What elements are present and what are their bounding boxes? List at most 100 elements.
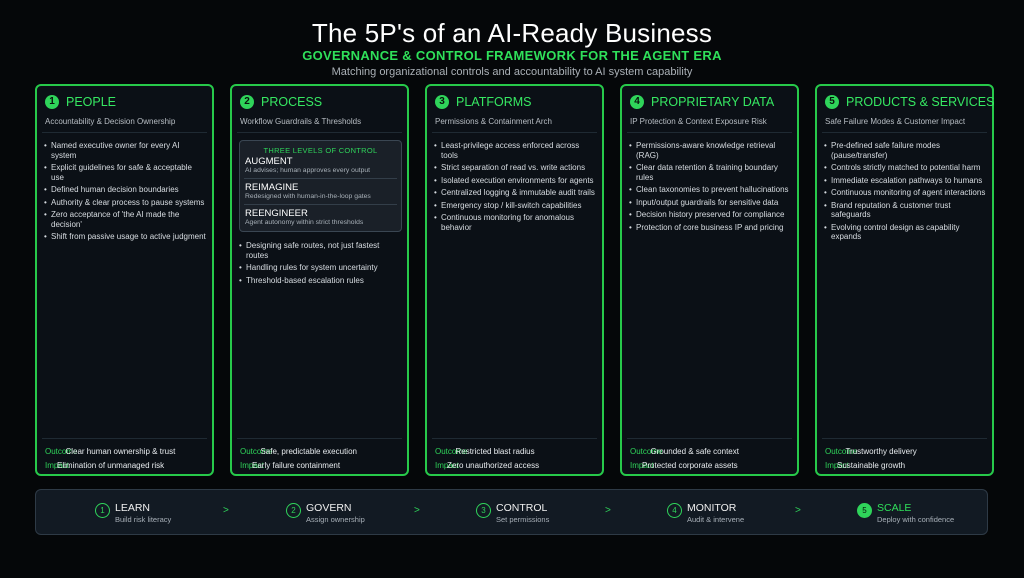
list-item: Emergency stop / kill-switch capabilitie… <box>434 201 596 211</box>
outcome-label: Outcome <box>45 447 78 456</box>
card-header: 5 PRODUCTS & SERVICES <box>825 95 994 111</box>
step-number: 4 <box>667 503 682 518</box>
list-item: Brand reputation & customer trust safegu… <box>824 201 986 220</box>
divider <box>822 438 987 439</box>
outcome-value: Restricted blast radius <box>455 447 535 456</box>
list-item: Explicit guidelines for safe & acceptabl… <box>44 163 206 182</box>
control-level-reengineer: REENGINEER Agent autonomy within strict … <box>245 208 397 227</box>
pillar-item-list: Designing safe routes, not just fastest … <box>239 241 401 288</box>
page-title: The 5P's of an AI-Ready Business <box>311 18 713 48</box>
list-item: Named executive owner for every AI syste… <box>44 141 206 160</box>
list-item: Shift from passive usage to active judgm… <box>44 232 206 242</box>
list-item: Continuous monitoring of agent interacti… <box>824 188 986 198</box>
impact-label: Impact <box>825 461 850 470</box>
pillar-outcome: OutcomeRestricted blast radius <box>435 447 598 456</box>
pillar-subtitle: Safe Failure Modes & Customer Impact <box>825 117 966 126</box>
divider <box>432 132 597 133</box>
step-name: GOVERN <box>306 502 352 514</box>
divider <box>244 178 397 179</box>
list-item: Zero acceptance of 'the AI made the deci… <box>44 210 206 229</box>
pillar-title: PROCESS <box>261 95 323 109</box>
step-name: SCALE <box>877 502 912 514</box>
list-item: Immediate escalation pathways to humans <box>824 176 986 186</box>
impact-value: Protected corporate assets <box>642 461 738 470</box>
card-header: 4 PROPRIETARY DATA <box>630 95 791 111</box>
pillar-title: PROPRIETARY DATA <box>651 95 775 109</box>
pillar-card-platforms: 3 PLATFORMS Permissions & Containment Ar… <box>425 84 604 476</box>
divider <box>432 438 597 439</box>
pillar-impact: ImpactElimination of unmanaged risk <box>45 461 208 470</box>
pillar-card-process: 2 PROCESS Workflow Guardrails & Threshol… <box>230 84 409 476</box>
list-item: Permissions-aware knowledge retrieval (R… <box>629 141 791 160</box>
pillar-impact: ImpactEarly failure containment <box>240 461 403 470</box>
pillar-item-list: Named executive owner for every AI syste… <box>44 141 206 245</box>
outcome-label: Outcome <box>630 447 663 456</box>
list-item: Controls strictly matched to potential h… <box>824 163 986 173</box>
list-item: Authority & clear process to pause syste… <box>44 198 206 208</box>
impact-value: Elimination of unmanaged risk <box>57 461 165 470</box>
list-item: Strict separation of read vs. write acti… <box>434 163 596 173</box>
chevron-right-icon: > <box>795 505 801 516</box>
step-number: 2 <box>286 503 301 518</box>
outcome-value: Clear human ownership & trust <box>65 447 176 456</box>
control-level-name: REENGINEER <box>245 208 308 219</box>
step-name: MONITOR <box>687 502 737 514</box>
step-name: CONTROL <box>496 502 548 514</box>
control-level-augment: AUGMENT AI advises; human approves every… <box>245 156 397 175</box>
card-header: 2 PROCESS <box>240 95 401 111</box>
control-level-name: AUGMENT <box>245 156 293 167</box>
pillar-card-people: 1 PEOPLE Accountability & Decision Owner… <box>35 84 214 476</box>
impact-label: Impact <box>45 461 70 470</box>
list-item: Designing safe routes, not just fastest … <box>239 241 401 260</box>
pillar-impact: ImpactSustainable growth <box>825 461 988 470</box>
pillar-title: PRODUCTS & SERVICES <box>846 95 995 109</box>
pillar-impact: ImpactZero unauthorized access <box>435 461 598 470</box>
outcome-value: Safe, predictable execution <box>260 447 357 456</box>
control-level-desc: AI advises; human approves every output <box>245 167 371 174</box>
impact-value: Zero unauthorized access <box>447 461 540 470</box>
pillar-number-badge: 5 <box>825 95 839 109</box>
list-item: Continuous monitoring for anomalous beha… <box>434 213 596 232</box>
divider <box>627 132 792 133</box>
pillar-subtitle: IP Protection & Context Exposure Risk <box>630 117 767 126</box>
step-desc: Build risk literacy <box>115 515 172 524</box>
list-item: Evolving control design as capability ex… <box>824 223 986 242</box>
impact-value: Early failure containment <box>252 461 341 470</box>
list-item: Protection of core business IP and prici… <box>629 223 791 233</box>
pillar-subtitle: Accountability & Decision Ownership <box>45 117 176 126</box>
pillar-outcome: OutcomeGrounded & safe context <box>630 447 793 456</box>
pillar-item-list: Pre-defined safe failure modes (pause/tr… <box>824 141 986 245</box>
impact-label: Impact <box>630 461 655 470</box>
pillar-number-badge: 2 <box>240 95 254 109</box>
list-item: Handling rules for system uncertainty <box>239 263 401 273</box>
pillar-number-badge: 3 <box>435 95 449 109</box>
pillar-outcome: OutcomeClear human ownership & trust <box>45 447 208 456</box>
outcome-label: Outcome <box>240 447 273 456</box>
divider <box>237 438 402 439</box>
impact-label: Impact <box>435 461 460 470</box>
list-item: Threshold-based escalation rules <box>239 276 401 286</box>
divider <box>237 132 402 133</box>
divider <box>244 204 397 205</box>
pillar-card-products-services: 5 PRODUCTS & SERVICES Safe Failure Modes… <box>815 84 994 476</box>
card-header: 3 PLATFORMS <box>435 95 596 111</box>
control-levels-title: THREE LEVELS OF CONTROL <box>263 146 378 155</box>
process-steps-bar: 1 LEARN Build risk literacy > 2 GOVERN A… <box>35 489 988 535</box>
outcome-value: Trustworthy delivery <box>845 447 917 456</box>
control-level-name: REIMAGINE <box>245 182 299 193</box>
list-item: Clean taxonomies to prevent hallucinatio… <box>629 185 791 195</box>
divider <box>627 438 792 439</box>
pillar-outcome: OutcomeSafe, predictable execution <box>240 447 403 456</box>
impact-value: Sustainable growth <box>837 461 906 470</box>
outcome-label: Outcome <box>825 447 858 456</box>
pillar-subtitle: Workflow Guardrails & Thresholds <box>240 117 362 126</box>
pillar-impact: ImpactProtected corporate assets <box>630 461 793 470</box>
list-item: Centralized logging & immutable audit tr… <box>434 188 596 198</box>
step-desc: Deploy with confidence <box>877 515 955 524</box>
chevron-right-icon: > <box>605 505 611 516</box>
pillar-number-badge: 1 <box>45 95 59 109</box>
control-level-desc: Redesigned with human-in-the-loop gates <box>245 193 371 200</box>
pillar-item-list: Permissions-aware knowledge retrieval (R… <box>629 141 791 235</box>
outcome-label: Outcome <box>435 447 468 456</box>
control-levels-box: THREE LEVELS OF CONTROL AUGMENT AI advis… <box>239 140 402 232</box>
